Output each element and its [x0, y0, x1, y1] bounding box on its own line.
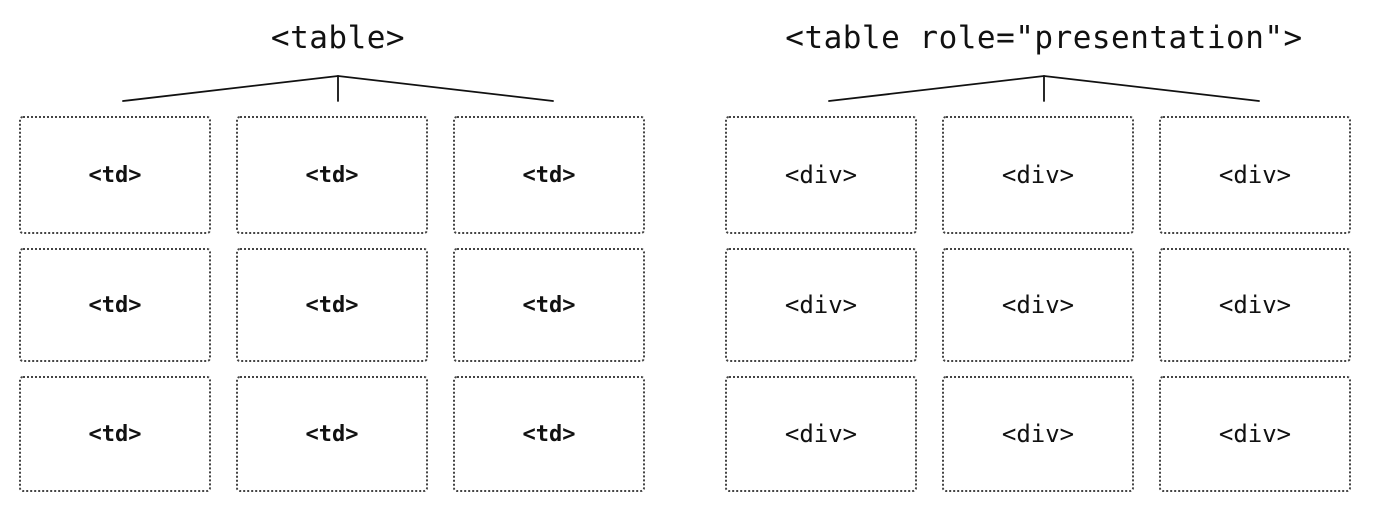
left-cell-r3-c1: <td> — [19, 376, 211, 492]
left-cell-r2-c1: <td> — [19, 248, 211, 362]
left-cell-r3-c2: <td> — [236, 376, 428, 492]
right-cell-r3-c1: <div> — [725, 376, 917, 492]
left-cell-r2-c2: <td> — [236, 248, 428, 362]
right-cell-r2-c2: <div> — [942, 248, 1134, 362]
right-diagram-title: <table role="presentation"> — [785, 20, 1303, 56]
right-cell-r2-c3: <div> — [1159, 248, 1351, 362]
right-cell-r2-c1: <div> — [725, 248, 917, 362]
right-cell-r1-c2: <div> — [942, 116, 1134, 234]
left-cell-r2-c3: <td> — [453, 248, 645, 362]
left-diagram-title: <table> — [270, 20, 406, 56]
left-connector-right-branch — [337, 75, 554, 102]
left-cell-r1-c1: <td> — [19, 116, 211, 234]
right-tree-connector — [828, 75, 1260, 102]
left-tree-connector — [122, 75, 554, 102]
left-cell-r1-c3: <td> — [453, 116, 645, 234]
left-table-grid: <td> <td> <td> <td> <td> <td> <td> <td> … — [19, 116, 646, 492]
right-cell-r1-c3: <div> — [1159, 116, 1351, 234]
right-cell-r1-c1: <div> — [725, 116, 917, 234]
left-connector-left-branch — [122, 75, 339, 102]
right-connector-right-branch — [1043, 75, 1260, 102]
right-cell-r3-c2: <div> — [942, 376, 1134, 492]
right-cell-r3-c3: <div> — [1159, 376, 1351, 492]
right-div-grid: <div> <div> <div> <div> <div> <div> <div… — [725, 116, 1352, 492]
left-cell-r1-c2: <td> — [236, 116, 428, 234]
right-connector-left-branch — [828, 75, 1045, 102]
left-cell-r3-c3: <td> — [453, 376, 645, 492]
